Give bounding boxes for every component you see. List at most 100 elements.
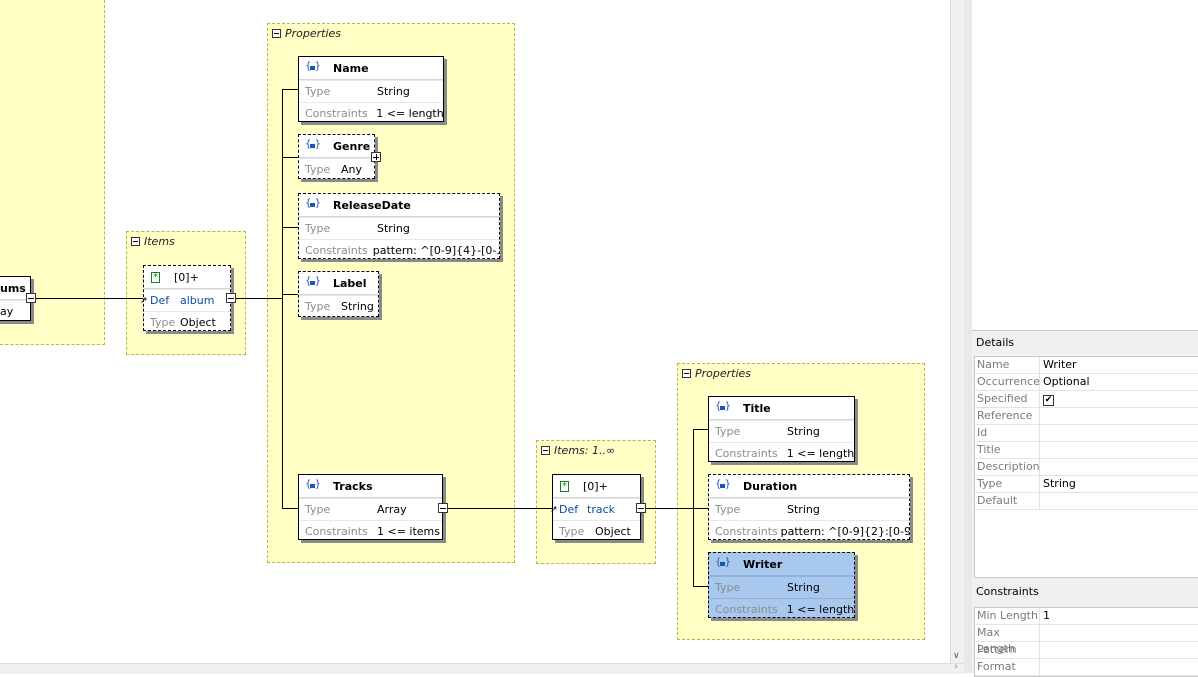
connector <box>693 429 694 586</box>
property-value[interactable] <box>1040 442 1043 458</box>
horizontal-scrollbar[interactable]: › <box>0 662 964 674</box>
connector <box>282 508 299 509</box>
connector <box>693 508 709 509</box>
property-key: Max Length <box>975 625 1040 655</box>
property-key: Specified <box>975 391 1040 407</box>
property-value[interactable] <box>1040 642 1043 658</box>
property-key: Type <box>975 476 1040 492</box>
details-title: Details <box>976 336 1015 349</box>
property-key: Min Length <box>975 608 1040 624</box>
property-key: Pattern <box>975 642 1040 658</box>
collapse-toggle[interactable] <box>541 446 550 455</box>
albums-node[interactable]: ums ay <box>0 276 31 321</box>
panel-splitter[interactable] <box>964 0 972 673</box>
expand-genre-toggle[interactable] <box>371 152 381 162</box>
property-value[interactable] <box>1040 625 1043 641</box>
connector <box>693 429 709 430</box>
connector <box>36 298 144 299</box>
connector <box>646 508 693 509</box>
object-property-icon: {} <box>715 479 731 490</box>
object-property-icon: {} <box>305 198 321 209</box>
collapse-toggle[interactable] <box>272 29 281 38</box>
collapse-track-item-toggle[interactable] <box>636 503 646 513</box>
array-item-icon: * <box>151 271 160 283</box>
property-key: Default <box>975 493 1040 509</box>
property-value[interactable] <box>1040 459 1043 475</box>
object-property-icon: {} <box>715 557 731 568</box>
array-item-icon: * <box>560 480 569 492</box>
property-value[interactable] <box>1040 408 1043 424</box>
collapse-tracks-toggle[interactable] <box>438 503 448 513</box>
property-value[interactable] <box>1040 493 1043 509</box>
property-row[interactable]: Description <box>975 459 1198 476</box>
property-key: Reference <box>975 408 1040 424</box>
property-key: Name <box>975 357 1040 373</box>
property-value[interactable] <box>1040 425 1043 441</box>
property-row[interactable]: Pattern <box>975 642 1198 659</box>
property-key: Title <box>975 442 1040 458</box>
track-properties-group-label: Properties <box>682 367 751 380</box>
connector <box>448 508 553 509</box>
collapse-toggle[interactable] <box>131 237 140 246</box>
collapse-albums-toggle[interactable] <box>26 293 36 303</box>
property-row[interactable]: Title <box>975 442 1198 459</box>
object-property-icon: {} <box>305 479 321 490</box>
specified-checkbox[interactable]: ✔ <box>1043 395 1054 406</box>
connector <box>282 89 299 90</box>
connector <box>282 89 283 509</box>
property-row[interactable]: Specified✔ <box>975 391 1198 408</box>
connector <box>236 298 282 299</box>
property-value[interactable]: Writer <box>1043 358 1077 371</box>
property-key: Description <box>977 459 1040 475</box>
property-row[interactable]: Format <box>975 659 1198 676</box>
object-property-icon: {} <box>715 401 731 412</box>
reference-arrow-icon: ↗ <box>140 296 148 306</box>
collapse-toggle[interactable] <box>682 369 691 378</box>
object-property-icon: {} <box>305 139 321 150</box>
property-value[interactable]: String <box>1043 477 1076 490</box>
collapse-album-item-toggle[interactable] <box>226 293 236 303</box>
property-row[interactable]: Max Length <box>975 625 1198 655</box>
property-value[interactable]: Optional <box>1043 375 1090 388</box>
reference-arrow-icon: ↗ <box>550 505 558 515</box>
connector <box>693 586 709 587</box>
property-value[interactable]: 1 <box>1043 609 1050 622</box>
property-row[interactable]: Reference <box>975 408 1198 425</box>
property-value[interactable]: ✔ <box>1040 391 1054 407</box>
track-items-group-label: Items: 1..∞ <box>541 444 615 457</box>
chevron-down-icon[interactable]: ∨ <box>953 651 960 661</box>
object-property-icon: {} <box>305 276 321 287</box>
property-key: Format <box>975 659 1040 675</box>
connector <box>282 294 299 295</box>
overview-area <box>972 0 1198 331</box>
vertical-scrollbar[interactable]: ∨ <box>950 0 965 663</box>
chevron-right-icon[interactable]: › <box>954 662 958 672</box>
constraints-title: Constraints <box>976 585 1039 598</box>
property-key: Id <box>975 425 1040 441</box>
property-row[interactable]: Default <box>975 493 1198 510</box>
schema-diagram-canvas[interactable]: Items Properties Items: 1..∞ Properties … <box>0 0 950 663</box>
property-key: Occurrence <box>977 374 1040 390</box>
object-property-icon: {} <box>305 61 321 72</box>
album-items-group-label: Items <box>131 235 175 248</box>
connector <box>282 157 299 158</box>
album-properties-group-label: Properties <box>272 27 341 40</box>
property-row[interactable]: Id <box>975 425 1198 442</box>
